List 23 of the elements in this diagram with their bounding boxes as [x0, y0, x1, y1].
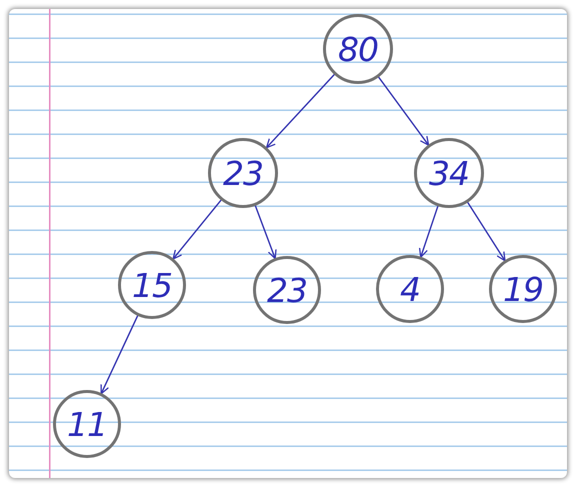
node-value: 19: [503, 272, 543, 306]
arrow: [172, 198, 222, 260]
node-value: 4: [400, 272, 420, 306]
node-value: 80: [338, 32, 378, 66]
arrow: [466, 201, 506, 262]
tree-node-circle: [414, 138, 484, 208]
arrow: [100, 314, 139, 394]
tree-node-circle: [208, 138, 278, 208]
node-value: 23: [267, 274, 307, 306]
tree-node-circle: [376, 255, 444, 323]
tree-node-circle: [253, 256, 321, 324]
arrow: [378, 76, 430, 146]
tree-node-circle: [118, 251, 186, 319]
tree-node-circle: [53, 390, 121, 458]
arrow: [254, 204, 277, 260]
tree-node-circle: [323, 14, 393, 84]
node-value: 11: [67, 408, 107, 440]
arrow: [266, 73, 336, 148]
tree-node-circle: [489, 255, 557, 323]
node-value: 34: [429, 156, 469, 190]
arrow: [418, 204, 439, 258]
node-value: 15: [132, 268, 172, 302]
node-value: 23: [223, 156, 263, 190]
